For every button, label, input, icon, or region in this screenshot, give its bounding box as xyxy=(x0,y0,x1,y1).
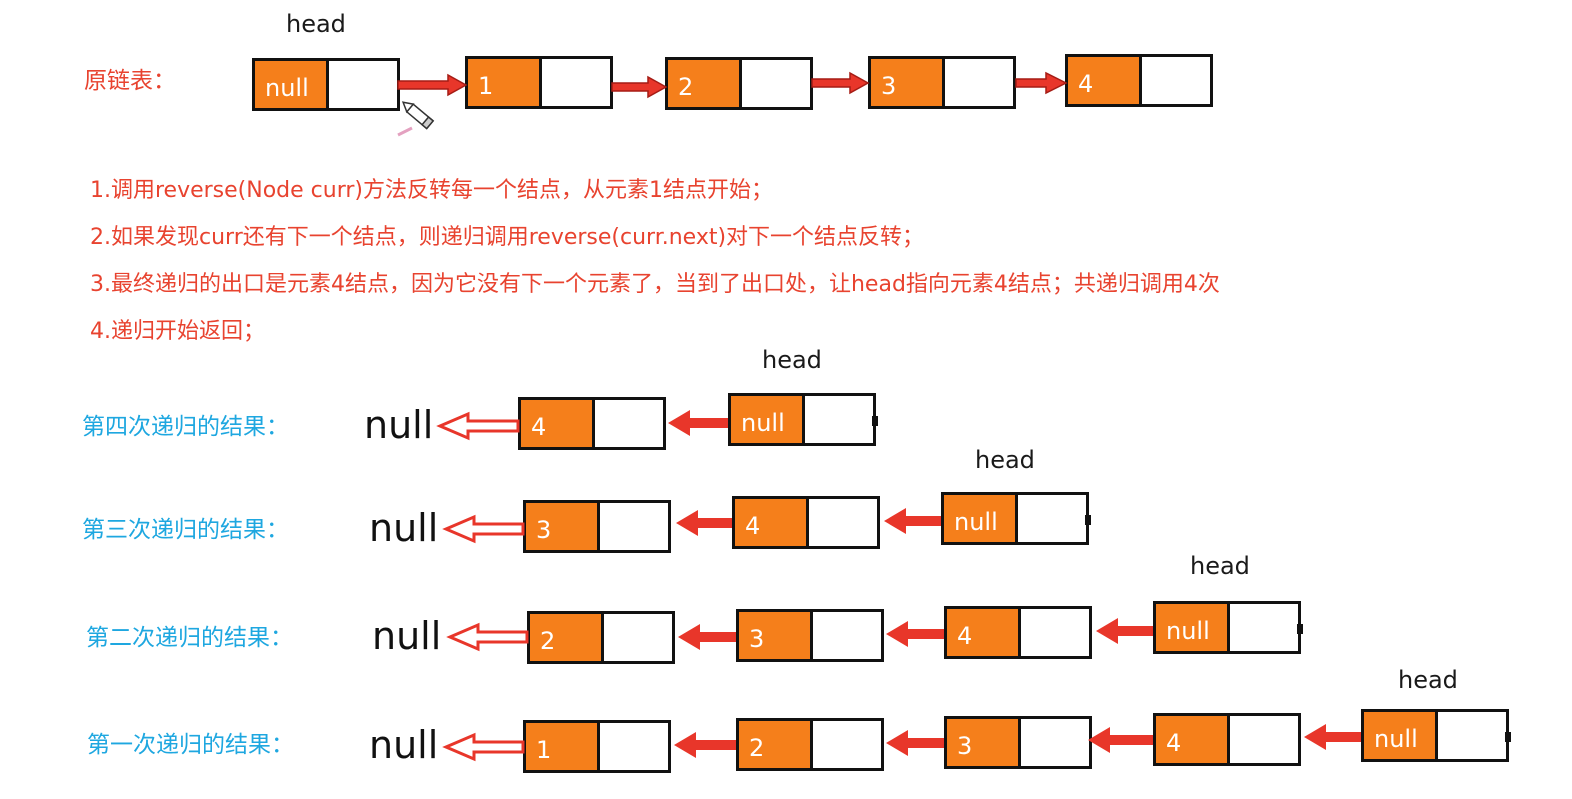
node-next-field xyxy=(600,503,668,550)
original-list-label: 原链表： xyxy=(84,68,176,94)
result-1st-node-1: 1 xyxy=(523,720,671,773)
step-2-text: 2.如果发现curr还有下一个结点，则递归调用reverse(curr.next… xyxy=(90,225,925,250)
node-next-field xyxy=(595,400,663,447)
result-1st-label: 第一次递归的结果： xyxy=(87,732,294,758)
step-1-text: 1.调用reverse(Node curr)方法反转每一个结点，从元素1结点开始… xyxy=(90,178,774,203)
step-4-text: 4.递归开始返回； xyxy=(90,319,265,344)
result-4th-node-4: 4 xyxy=(518,397,666,450)
backward-arrow xyxy=(1096,618,1153,644)
result-2nd-node-2: 2 xyxy=(527,611,675,664)
node-value: 3 xyxy=(739,612,813,659)
forward-arrow xyxy=(397,73,468,97)
node-value: null xyxy=(731,396,805,443)
result-2nd-head-label: head xyxy=(1190,552,1250,580)
node-value: null xyxy=(944,495,1018,542)
node-value: 3 xyxy=(871,59,945,106)
result-2nd-node-3: 3 xyxy=(736,609,884,662)
pointer-tip xyxy=(872,416,878,426)
result-1st-node-2: 2 xyxy=(736,718,884,771)
node-next-field xyxy=(1230,604,1298,651)
node-next-field xyxy=(1142,57,1210,104)
node-next-field xyxy=(742,60,810,107)
node-value: 3 xyxy=(947,719,1021,766)
backward-arrow xyxy=(886,621,944,647)
forward-arrow xyxy=(611,75,668,99)
pointer-tip xyxy=(1505,732,1511,742)
node-next-field xyxy=(813,721,881,768)
original-node-null: null xyxy=(252,58,400,111)
null-arrow xyxy=(436,411,520,441)
node-next-field xyxy=(329,61,397,108)
backward-arrow xyxy=(674,732,736,758)
backward-arrow xyxy=(884,508,941,534)
node-next-field xyxy=(1018,495,1086,542)
result-3rd-node-3: 3 xyxy=(523,500,671,553)
original-head-label: head xyxy=(286,10,346,38)
result-1st-head-label: head xyxy=(1398,666,1458,694)
node-next-field xyxy=(1438,712,1506,759)
pencil-stroke-mark xyxy=(397,126,413,137)
result-3rd-node-null: null xyxy=(941,492,1089,545)
result-3rd-head-label: head xyxy=(975,446,1035,474)
result-3rd-label: 第三次递归的结果： xyxy=(82,517,289,543)
node-value: 4 xyxy=(1156,716,1230,763)
node-value: null xyxy=(255,61,329,108)
original-node-2: 2 xyxy=(665,57,813,110)
null-arrow xyxy=(446,622,529,652)
node-value: 1 xyxy=(468,59,542,106)
backward-arrow xyxy=(668,410,728,436)
null-arrow xyxy=(442,732,525,762)
node-next-field xyxy=(1021,719,1089,766)
pencil-icon xyxy=(401,101,435,130)
result-3rd-node-4: 4 xyxy=(732,496,880,549)
result-2nd-null-text: null xyxy=(372,614,442,658)
node-next-field xyxy=(604,614,672,661)
step-3-text: 3.最终递归的出口是元素4结点，因为它没有下一个元素了，当到了出口处，让head… xyxy=(90,272,1220,297)
node-value: 4 xyxy=(521,400,595,447)
node-next-field xyxy=(542,59,610,106)
result-2nd-label: 第二次递归的结果： xyxy=(86,625,293,651)
node-next-field xyxy=(1021,609,1089,656)
result-1st-null-text: null xyxy=(369,723,439,767)
node-value: 4 xyxy=(1068,57,1142,104)
node-next-field xyxy=(813,612,881,659)
forward-arrow xyxy=(811,71,870,95)
forward-arrow xyxy=(1015,71,1068,95)
result-4th-label: 第四次递归的结果： xyxy=(82,414,289,440)
node-value: 2 xyxy=(530,614,604,661)
result-2nd-node-null: null xyxy=(1153,601,1301,654)
node-next-field xyxy=(600,723,668,770)
result-2nd-node-4: 4 xyxy=(944,606,1092,659)
backward-arrow xyxy=(1088,727,1153,753)
backward-arrow xyxy=(676,510,732,536)
node-next-field xyxy=(1230,716,1298,763)
result-1st-node-null: null xyxy=(1361,709,1509,762)
node-next-field xyxy=(805,396,873,443)
result-4th-node-null: null xyxy=(728,393,876,446)
node-value: 3 xyxy=(526,503,600,550)
backward-arrow xyxy=(1304,724,1361,750)
node-next-field xyxy=(945,59,1013,106)
node-value: 2 xyxy=(668,60,742,107)
pointer-tip xyxy=(1085,515,1091,525)
node-next-field xyxy=(809,499,877,546)
node-value: null xyxy=(1364,712,1438,759)
node-value: 4 xyxy=(947,609,1021,656)
result-1st-node-4: 4 xyxy=(1153,713,1301,766)
result-1st-node-3: 3 xyxy=(944,716,1092,769)
backward-arrow xyxy=(678,624,736,650)
node-value: 2 xyxy=(739,721,813,768)
original-node-3: 3 xyxy=(868,56,1016,109)
node-value: 4 xyxy=(735,499,809,546)
pointer-tip xyxy=(1297,624,1303,634)
backward-arrow xyxy=(886,730,944,756)
result-3rd-null-text: null xyxy=(369,506,439,550)
original-node-4: 4 xyxy=(1065,54,1213,107)
node-value: null xyxy=(1156,604,1230,651)
node-value: 1 xyxy=(526,723,600,770)
result-4th-head-label: head xyxy=(762,346,822,374)
result-4th-null-text: null xyxy=(364,403,434,447)
null-arrow xyxy=(442,514,525,544)
